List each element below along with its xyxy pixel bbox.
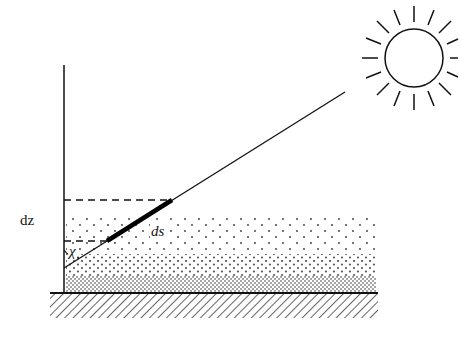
atmosphere — [66, 276, 376, 292]
angle-label: χ — [68, 244, 77, 259]
dashed-level — [64, 199, 172, 200]
atmosphere — [66, 214, 376, 254]
dashed-level — [64, 240, 107, 241]
sun — [362, 6, 458, 110]
path-label: ds — [150, 224, 165, 239]
ground-hatching — [50, 294, 378, 318]
ground-line — [50, 292, 378, 294]
height-label: dz — [20, 213, 34, 228]
sun-ray — [64, 92, 345, 268]
path-element — [107, 200, 172, 241]
atmosphere — [66, 254, 376, 276]
vertical-axis — [63, 65, 65, 293]
